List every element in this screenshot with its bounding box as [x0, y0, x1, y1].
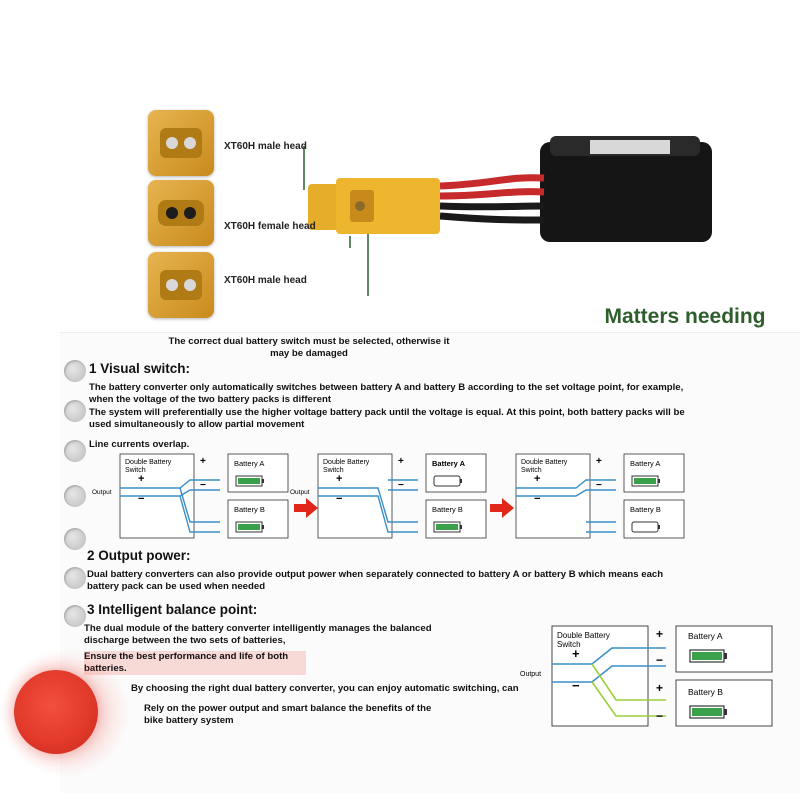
battery-b-label: Battery B	[234, 505, 265, 514]
minus-sign: −	[336, 493, 342, 505]
plus-sign: +	[656, 627, 663, 641]
text-line: Dual battery converters can also provide…	[87, 569, 664, 580]
switching-diagrams: Double Battery Switch + − + − Battery A …	[92, 453, 685, 539]
minus-sign: −	[534, 493, 540, 505]
product-photo	[140, 100, 740, 300]
switch-label: Double Battery	[521, 459, 568, 466]
minus-sign: −	[572, 678, 580, 693]
battery-a-label: Battery A	[688, 631, 723, 641]
text-line: The battery converter only automatically…	[89, 382, 684, 393]
connector-thumbnail-male	[148, 252, 214, 318]
balance-diagram: Double Battery Switch + − Output + − + −…	[520, 625, 773, 727]
minus-sign: −	[200, 480, 206, 491]
switch-label: Double Battery	[323, 459, 370, 466]
section-body: Rely on the power output and smart balan…	[144, 703, 484, 727]
red-arrow	[294, 498, 318, 518]
output-label: Output	[520, 671, 541, 678]
binder-hole	[64, 440, 86, 462]
red-ball-decoration	[14, 670, 98, 754]
text-line: discharge between the two sets of batter…	[84, 635, 286, 646]
section-body: The dual module of the battery converter…	[84, 623, 504, 647]
text-line: bike battery system	[144, 715, 234, 726]
text-line: The dual module of the battery converter…	[84, 623, 432, 634]
text-line: Ensure the best performance and life of …	[84, 651, 289, 662]
converter-sticker	[590, 140, 670, 154]
connector-label: XT60H female head	[224, 221, 316, 232]
plus-sign: +	[200, 456, 206, 467]
battery-b-label: Battery B	[688, 687, 723, 697]
plus-sign: +	[596, 456, 602, 467]
switch-label: Switch	[557, 640, 581, 649]
battery-b-label: Battery B	[432, 505, 463, 514]
black-wire	[439, 202, 545, 211]
warning-text: The correct dual battery switch must be …	[144, 336, 474, 360]
section-body: Dual battery converters can also provide…	[87, 569, 787, 593]
text-line: used simultaneously to allow partial mov…	[89, 419, 305, 430]
plus-sign: +	[572, 646, 580, 661]
section-body: The battery converter only automatically…	[89, 382, 789, 451]
text-line: battery pack can be used when needed	[87, 581, 266, 592]
battery-a-label: Battery A	[432, 459, 466, 468]
red-arrow	[490, 498, 514, 518]
switch-label: Double Battery	[557, 631, 610, 640]
text-line: Line currents overlap.	[89, 439, 190, 450]
text-line: Rely on the power output and smart balan…	[144, 703, 432, 714]
binder-hole	[64, 528, 86, 550]
red-wire	[439, 174, 545, 190]
warning-line: The correct dual battery switch must be …	[168, 336, 450, 347]
notice-title-line: Matters needing	[604, 305, 766, 328]
section-heading: 1 Visual switch:	[89, 361, 191, 376]
battery-b-label: Battery B	[630, 505, 661, 514]
plus-sign: +	[398, 456, 404, 467]
binder-hole	[64, 400, 86, 422]
connector-thumbnail-male	[148, 110, 214, 176]
output-label: Output	[290, 489, 310, 496]
minus-sign: −	[656, 653, 663, 667]
connector-label: XT60H male head	[224, 141, 307, 152]
red-wire	[439, 188, 545, 200]
text-line: The system will preferentially use the h…	[89, 407, 685, 418]
connector-label: XT60H male head	[224, 275, 307, 286]
switch-label: Switch	[323, 467, 344, 474]
plus-sign: +	[656, 681, 663, 695]
warning-line: may be damaged	[270, 348, 348, 359]
diagram-battery-b: Double Battery Switch + − + − Battery A …	[317, 453, 487, 539]
highlighted-text: Ensure the best performance and life of …	[84, 651, 306, 675]
switch-label: Switch	[125, 467, 146, 474]
binder-hole	[64, 485, 86, 507]
minus-sign: −	[138, 493, 144, 505]
minus-sign: −	[656, 709, 663, 723]
binder-hole	[64, 605, 86, 627]
output-label: Output	[92, 489, 112, 496]
binder-hole	[64, 567, 86, 589]
black-wire	[439, 212, 545, 224]
minus-sign: −	[398, 480, 404, 491]
section-heading: 3 Intelligent balance point:	[87, 602, 258, 617]
converter-illustration	[303, 136, 712, 296]
battery-a-label: Battery A	[234, 459, 264, 468]
minus-sign: −	[596, 480, 602, 491]
text-line: batteries.	[84, 663, 306, 675]
battery-a-label: Battery A	[630, 459, 660, 468]
connector-thumbnail-female	[148, 180, 214, 246]
converter-box	[540, 142, 712, 242]
plus-sign: +	[336, 473, 342, 485]
switch-label: Switch	[521, 467, 542, 474]
plus-sign: +	[534, 473, 540, 485]
text-line: when the voltage of the two battery pack…	[89, 394, 332, 405]
diagram-battery-a: Double Battery Switch + − + − Battery A …	[515, 453, 685, 539]
binder-hole	[64, 360, 86, 382]
switch-label: Double Battery	[125, 459, 172, 466]
text-line: By choosing the right dual battery conve…	[131, 683, 519, 694]
section-heading: 2 Output power:	[87, 548, 191, 563]
plus-sign: +	[138, 473, 144, 485]
diagram-both-batteries: Double Battery Switch + − + − Battery A …	[119, 453, 289, 539]
